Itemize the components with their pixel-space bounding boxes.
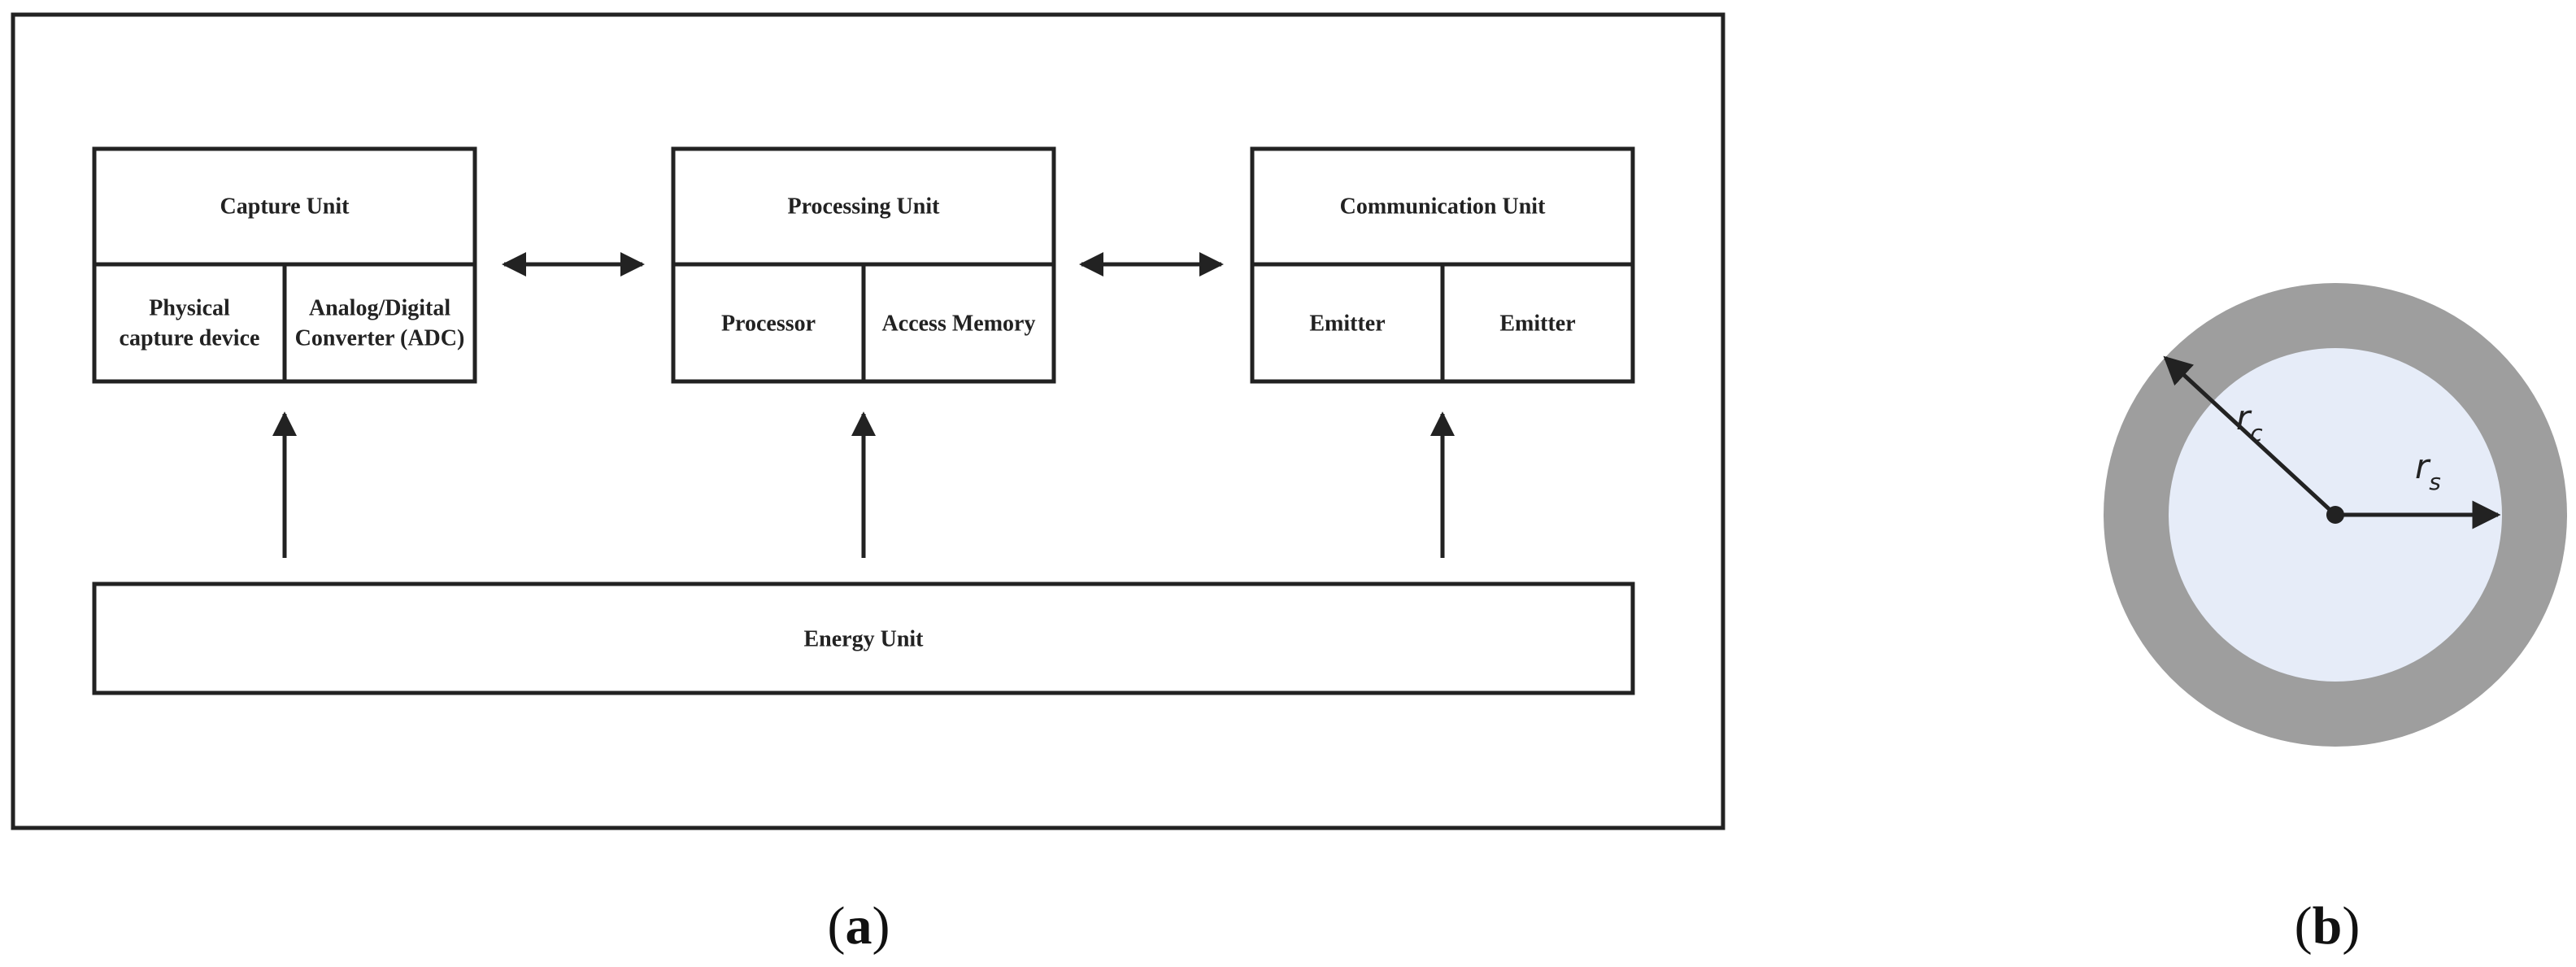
panel-a: Capture Unit Physical capture device Ana… xyxy=(11,12,1725,956)
energy-unit-box xyxy=(92,582,1635,695)
physical-capture-device-line2: capture device xyxy=(120,325,260,351)
energy-unit: Energy Unit xyxy=(92,582,1635,695)
processor-label: Processor xyxy=(721,311,816,336)
caption-b: (b) xyxy=(2295,896,2361,956)
rc-arrow xyxy=(2163,355,2337,516)
adc-line2: Converter (ADC) xyxy=(295,325,465,351)
access-memory-label: Access Memory xyxy=(882,311,1036,336)
center-point xyxy=(2326,506,2344,524)
energy-unit-title: Energy Unit xyxy=(804,626,925,651)
rs-label: rs xyxy=(2415,446,2441,495)
capture-unit-title: Capture Unit xyxy=(220,194,350,219)
adc-line1: Analog/Digital xyxy=(309,295,450,320)
communication-unit: Communication Unit Emitter Emitter xyxy=(1250,146,1635,384)
rc-label: rc xyxy=(2236,398,2263,446)
panel-b: rc rs (b) xyxy=(2104,283,2567,956)
physical-capture-device-line1: Physical xyxy=(149,295,230,320)
emitter-right-label: Emitter xyxy=(1499,311,1575,336)
processing-unit: Processing Unit Processor Access Memory xyxy=(671,146,1056,384)
communication-unit-title: Communication Unit xyxy=(1340,194,1546,219)
capture-unit: Capture Unit Physical capture device Ana… xyxy=(92,146,477,384)
emitter-left-label: Emitter xyxy=(1309,311,1385,336)
caption-a: (a) xyxy=(828,896,890,956)
panel-a-frame xyxy=(11,12,1725,830)
processing-unit-title: Processing Unit xyxy=(788,194,941,219)
